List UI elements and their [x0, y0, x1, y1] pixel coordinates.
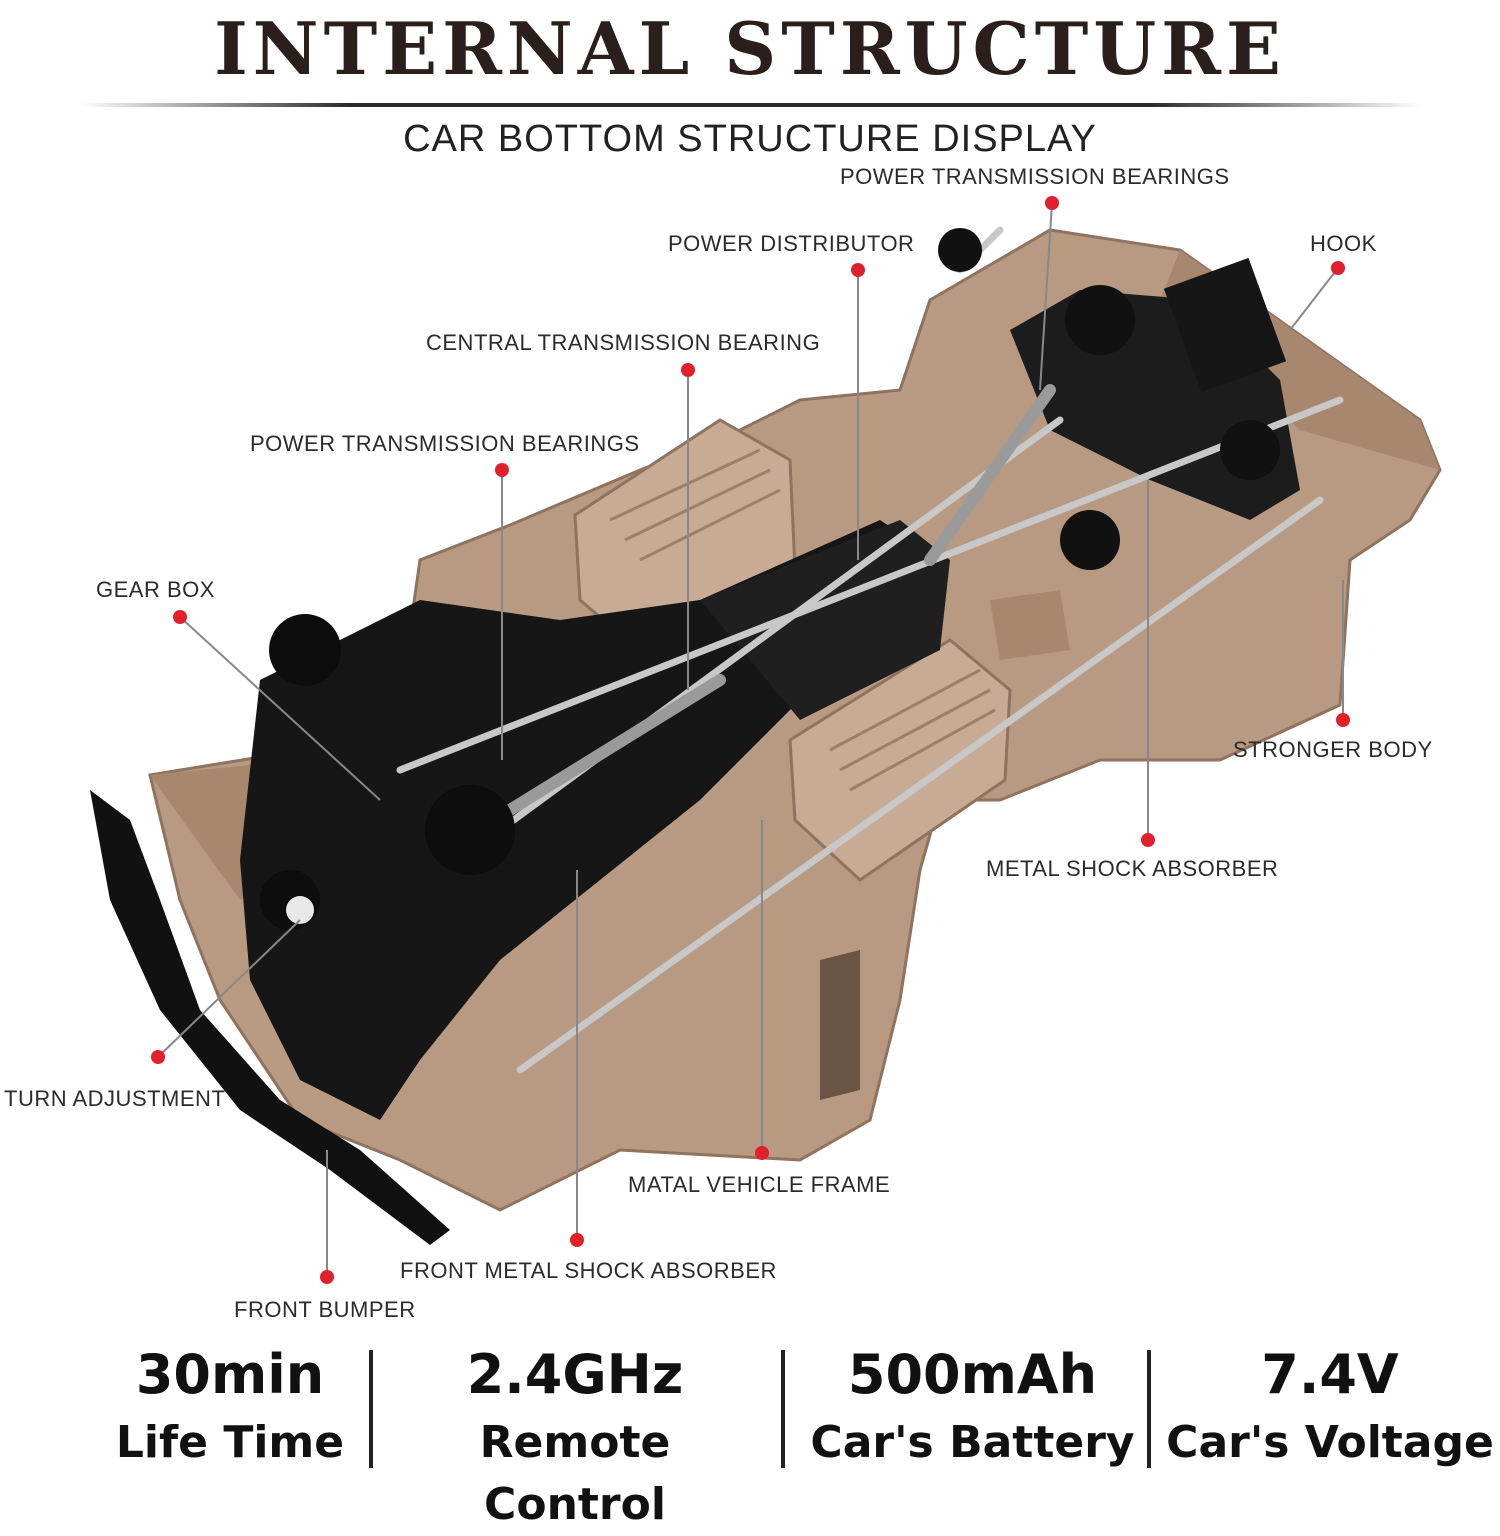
spec-life-time: 30min Life Time — [110, 1338, 350, 1474]
marker-gear-box — [173, 610, 187, 624]
spec-value: 500mAh — [847, 1343, 1098, 1406]
marker-front-metal-shock-absorber — [570, 1233, 584, 1247]
label-power-transmission-bearings-top: POWER TRANSMISSION BEARINGS — [840, 164, 1230, 189]
label-power-distributor: POWER DISTRIBUTOR — [668, 231, 915, 256]
battery-box-lower — [788, 638, 1012, 882]
marker-metal-shock-absorber — [1141, 833, 1155, 847]
callout-markers — [151, 196, 1350, 1284]
marker-matal-vehicle-frame — [755, 1146, 769, 1160]
drive-shaft — [504, 384, 1056, 816]
label-turn-adjustment: TURN ADJUSTMENT — [4, 1086, 226, 1111]
marker-stronger-body — [1336, 713, 1350, 727]
spec-caption: Life Time — [115, 1417, 345, 1468]
label-front-metal-shock-absorber: FRONT METAL SHOCK ABSORBER — [400, 1258, 777, 1283]
spec-caption: Car's Voltage — [1166, 1417, 1494, 1468]
label-gear-box: GEAR BOX — [96, 577, 215, 602]
marker-power-transmission-bearings-left — [495, 463, 509, 477]
spec-caption: Remote Control — [479, 1417, 671, 1530]
spec-caption: Car's Battery — [810, 1417, 1135, 1468]
page-subtitle: CAR BOTTOM STRUCTURE DISPLAY — [403, 118, 1097, 160]
spec-value: 2.4GHz — [466, 1343, 684, 1406]
label-power-transmission-bearings-left: POWER TRANSMISSION BEARINGS — [250, 431, 640, 456]
spec-strip: 30min Life Time 2.4GHz Remote Control 50… — [0, 1338, 1500, 1530]
spec-divider — [1147, 1350, 1151, 1468]
marker-turn-adjustment — [151, 1050, 165, 1064]
spec-voltage: 7.4V Car's Voltage — [1165, 1338, 1495, 1474]
label-central-transmission-bearing: CENTRAL TRANSMISSION BEARING — [426, 330, 821, 355]
marker-power-transmission-bearings-top — [1045, 196, 1059, 210]
spec-divider — [369, 1350, 373, 1468]
rear-axle — [938, 228, 1280, 570]
spec-value: 30min — [135, 1343, 325, 1406]
label-stronger-body: STRONGER BODY — [1233, 737, 1433, 762]
marker-central-transmission-bearing — [681, 363, 695, 377]
spec-battery: 500mAh Car's Battery — [800, 1338, 1145, 1474]
front-axle — [260, 614, 515, 930]
leader-lines — [157, 202, 1344, 1277]
spec-value: 7.4V — [1261, 1343, 1399, 1406]
spec-divider — [781, 1350, 785, 1468]
label-front-bumper: FRONT BUMPER — [234, 1297, 416, 1322]
spec-remote-control: 2.4GHz Remote Control — [385, 1338, 765, 1536]
title-divider — [80, 103, 1420, 107]
marker-front-bumper — [320, 1270, 334, 1284]
page-title: INTERNAL STRUCTURE — [214, 6, 1286, 91]
marker-power-distributor — [851, 263, 865, 277]
front-bumper-shape — [90, 790, 450, 1245]
label-metal-shock-absorber: METAL SHOCK ABSORBER — [986, 856, 1279, 881]
marker-hook — [1331, 261, 1345, 275]
label-hook: HOOK — [1310, 231, 1377, 256]
label-matal-vehicle-frame: MATAL VEHICLE FRAME — [628, 1172, 891, 1197]
car-bottom-illustration — [90, 196, 1442, 1284]
turn-adjuster-knob — [286, 896, 314, 924]
